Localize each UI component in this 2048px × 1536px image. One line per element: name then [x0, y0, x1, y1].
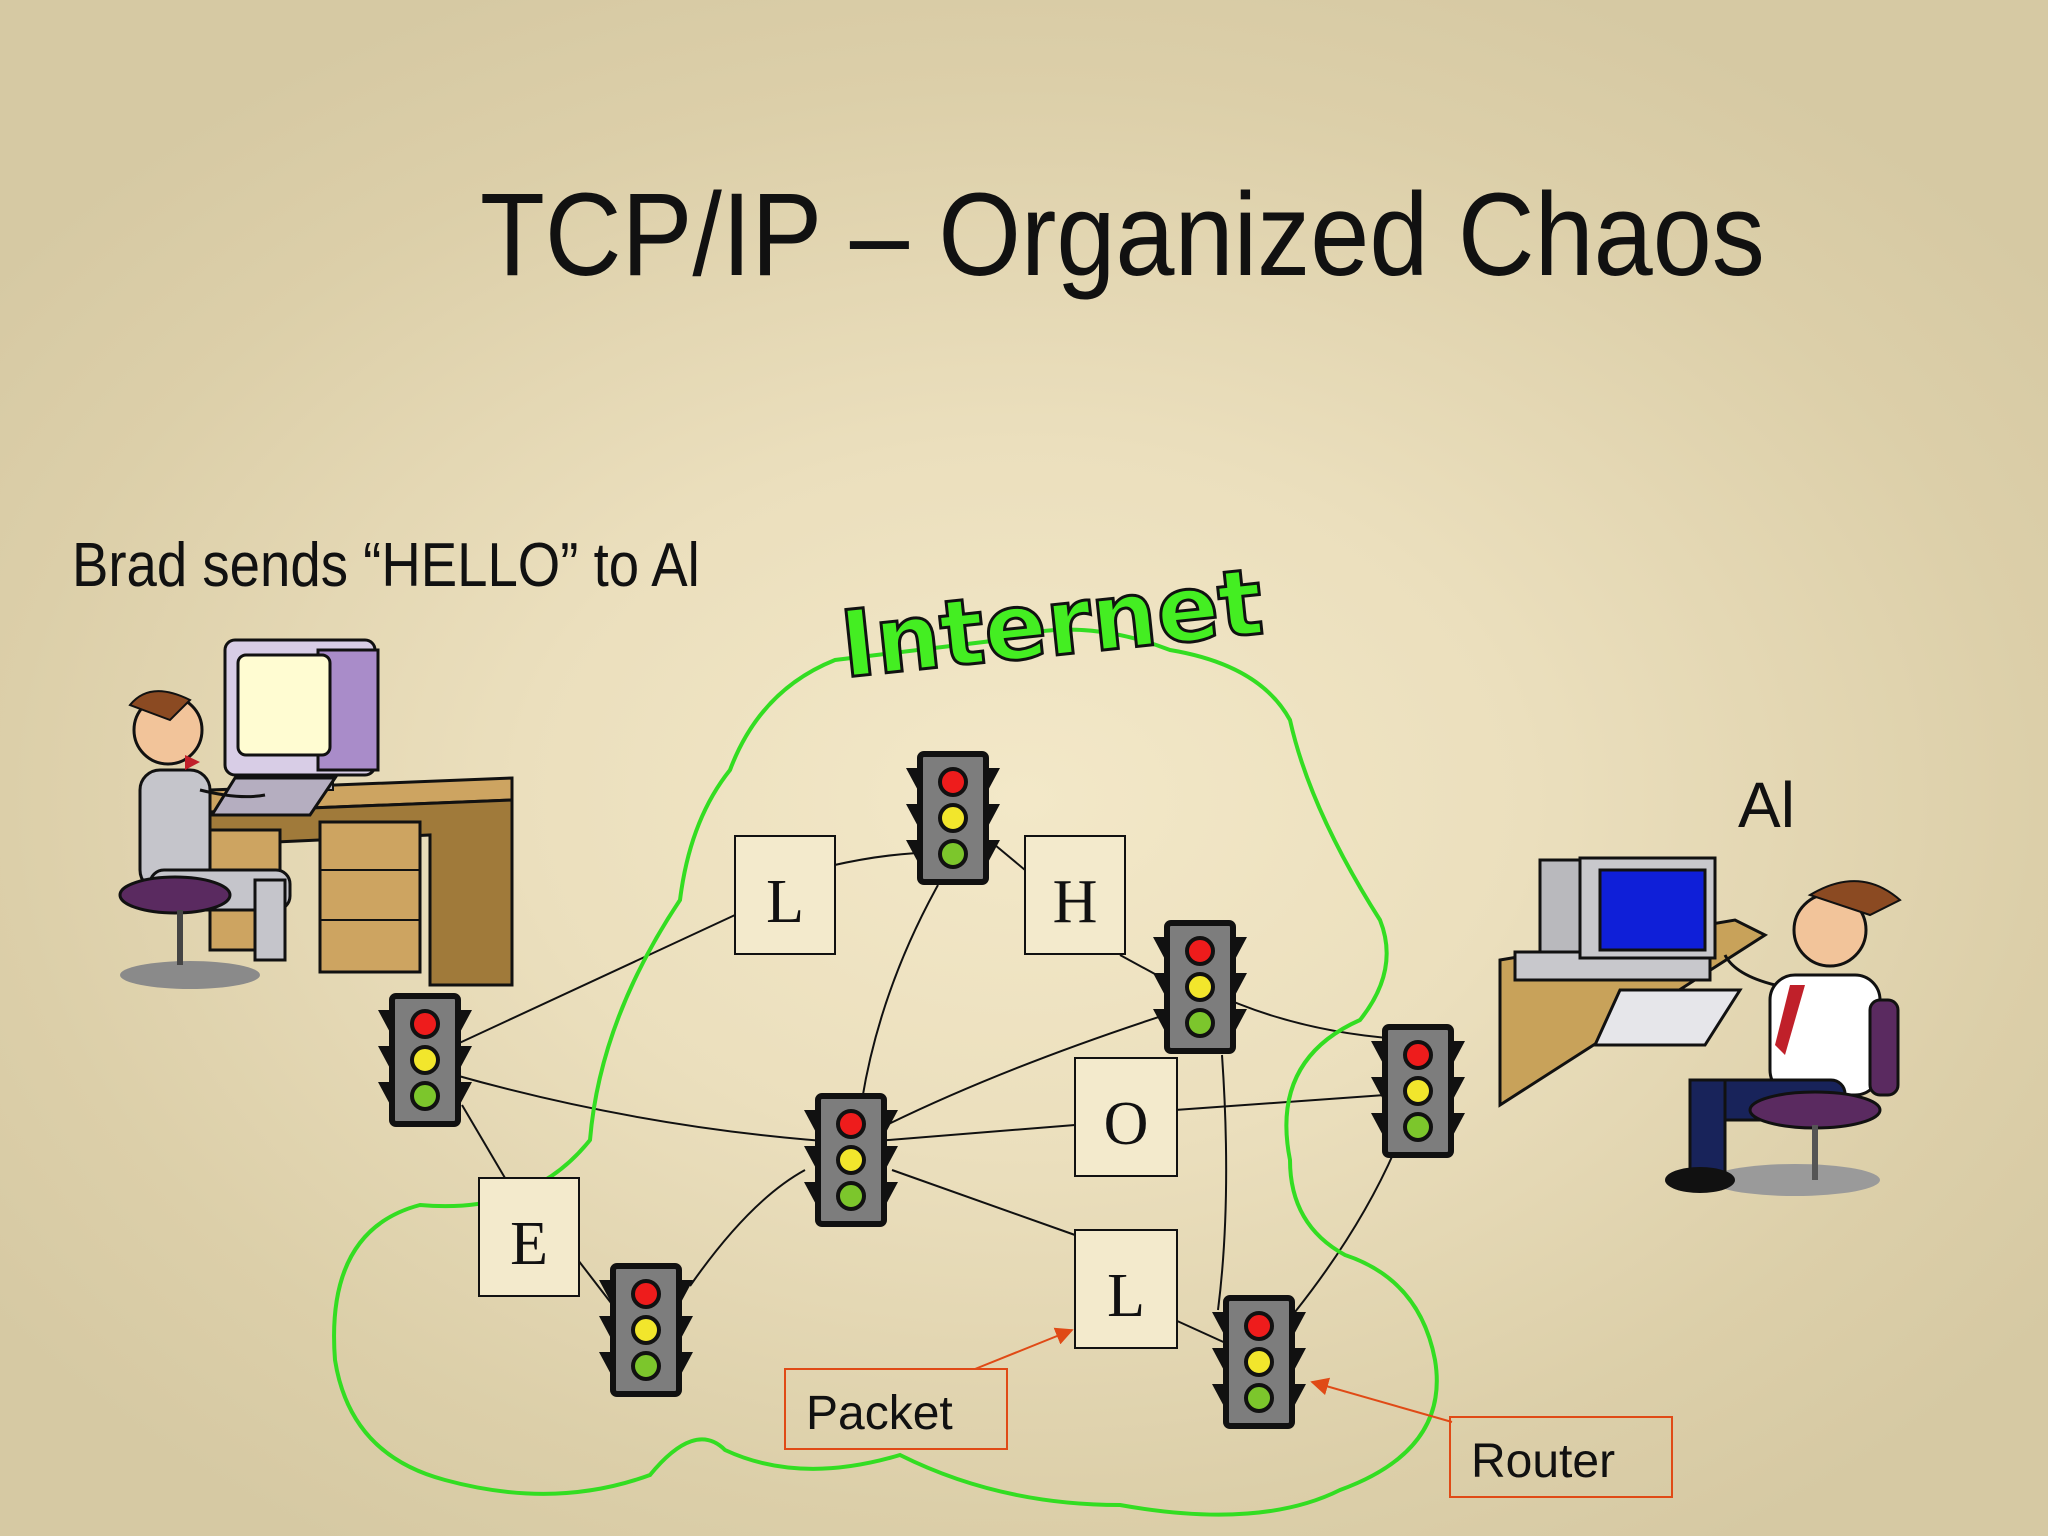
- receiver-label: Al: [1738, 769, 1795, 841]
- receiver-person-at-computer: [1498, 856, 1902, 1196]
- packet-o: O: [1074, 1057, 1178, 1177]
- packet-callout: Packet: [784, 1327, 1074, 1450]
- router-icon: [1212, 1298, 1306, 1426]
- router-icon: [378, 996, 472, 1124]
- sender-caption: Brad sends “HELLO” to Al: [72, 531, 700, 600]
- svg-text:O: O: [1104, 1090, 1149, 1158]
- network-links: [454, 844, 1419, 1346]
- router-callout: Router: [1310, 1377, 1673, 1498]
- svg-text:L: L: [766, 868, 804, 936]
- svg-text:L: L: [1107, 1262, 1145, 1330]
- svg-text:E: E: [510, 1210, 548, 1278]
- svg-text:Router: Router: [1471, 1435, 1615, 1488]
- router-icon: [804, 1096, 898, 1224]
- router-icon: [599, 1266, 693, 1394]
- router-icon: [1153, 923, 1247, 1051]
- packet-h: H: [1024, 835, 1126, 955]
- packet-l-top: L: [734, 835, 836, 955]
- svg-text:H: H: [1053, 868, 1098, 936]
- internet-label: Internet: [836, 548, 1268, 699]
- packet-l-bottom: L: [1074, 1229, 1178, 1349]
- router-icon: [1371, 1027, 1465, 1155]
- svg-text:Packet: Packet: [806, 1387, 953, 1440]
- sender-person-at-computer: [118, 638, 514, 989]
- router-icon: [906, 754, 1000, 882]
- internet-cloud: [332, 627, 1439, 1517]
- slide-title: TCP/IP – Organized Chaos: [480, 169, 1765, 301]
- packet-e: E: [478, 1177, 580, 1297]
